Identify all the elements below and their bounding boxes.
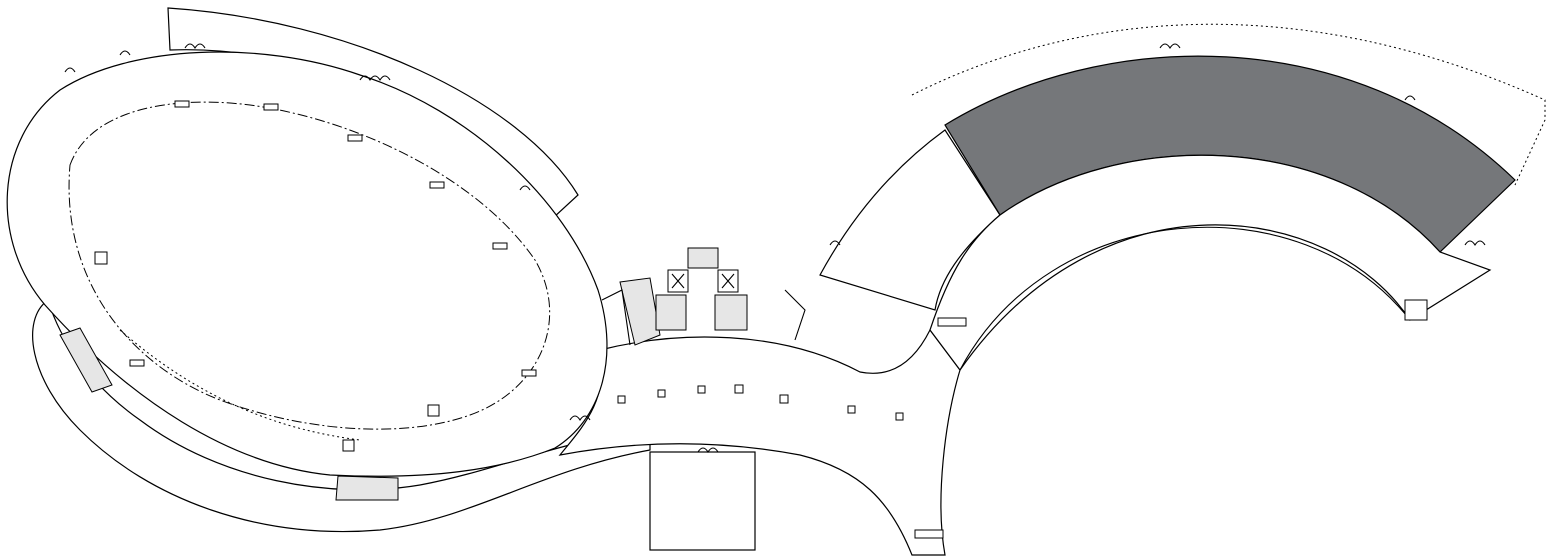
door-swing-icons [64,43,1486,454]
bench-icon [914,529,944,539]
left-lower-corridor [32,299,651,533]
core-top-room [687,247,719,269]
right-building-inner-ring [929,154,1492,372]
column-icons [94,251,904,452]
bench-icon [937,317,967,327]
door-swing-icon [1159,43,1181,50]
door-swing-icon [64,67,76,73]
column-icon [342,439,355,452]
door-swing-icon [1404,95,1416,101]
column-icon [895,412,904,421]
right-building-west-wing [819,129,1001,311]
column-icon [847,405,856,414]
door-swing-icon [184,43,206,50]
left-oval-inner-boundary [68,101,551,430]
door-swing-icon [829,240,841,246]
column-icon [617,395,626,404]
bench-icon [492,242,508,250]
core-left-room [619,277,661,346]
door-swing-icon [697,447,719,454]
column-icon [657,389,666,398]
column-icon [427,404,440,417]
column-icon [697,385,706,394]
south-square-room [649,451,756,551]
door-swing-icon [1464,240,1486,247]
core-side-walls [601,289,806,346]
column-icon [734,384,744,394]
door-swing-icon [359,75,391,82]
core-room-b [714,294,748,331]
core-room-a [655,294,687,331]
column-icon [779,394,789,404]
door-swing-icon [569,415,591,422]
left-lower-room [335,475,399,501]
bench-icon [521,369,537,377]
elevator-cross-icon [671,273,735,289]
door-swing-icon [519,185,531,191]
bench-icon [263,103,279,111]
left-oval-building [6,51,608,477]
left-service-room [59,327,113,393]
bench-icon [129,359,145,367]
right-building-inner-arc [959,226,1411,371]
bench-icon [347,134,363,142]
bench-icon [429,181,445,189]
door-swing-icon [119,50,131,56]
central-hall [558,328,961,556]
bench-icon [174,100,190,108]
right-stair-icon [1404,299,1428,321]
bench-icons [129,100,967,539]
column-icon [94,251,108,265]
